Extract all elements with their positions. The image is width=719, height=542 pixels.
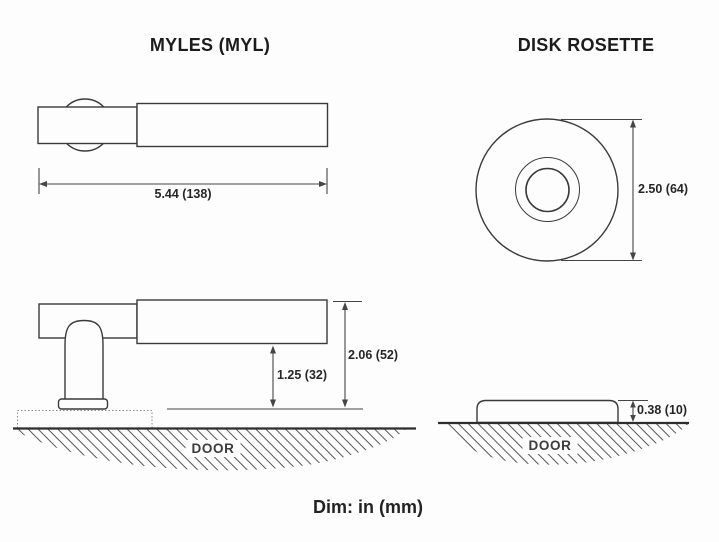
lever-side-view: [13, 299, 416, 471]
door-label-right: DOOR: [522, 437, 578, 454]
arrow-right: [319, 181, 327, 187]
rosette-outer-circle: [475, 118, 619, 262]
height-dimensions: [167, 300, 363, 410]
lever-grip-clearance-dim-label: 1.25 (32): [277, 368, 328, 382]
rosette-ring-circle: [515, 157, 580, 222]
rosette-profile: [476, 399, 619, 424]
arrow-down: [630, 252, 636, 261]
lever-post: [64, 319, 104, 400]
arrow-up: [342, 302, 348, 310]
arrow-up: [270, 345, 276, 354]
arrow-down: [270, 399, 276, 408]
lever-grip-bar: [136, 102, 329, 148]
thickness-dimension: [618, 399, 648, 422]
lever-length-dim-label: 5.44 (138): [154, 187, 212, 201]
dimension-units-note: Dim: in (mm): [313, 497, 423, 517]
lever-height-dim-label: 2.06 (52): [348, 348, 399, 362]
arrow-left: [39, 181, 47, 187]
lever-top-view: [37, 98, 329, 194]
rosette-diameter-dim-label: 2.50 (64): [638, 182, 689, 196]
rosette-bore-circle: [525, 167, 570, 213]
length-dimension: [38, 168, 328, 194]
lever-spindle-bar: [37, 106, 138, 145]
arrow-down: [630, 415, 636, 422]
diameter-dimension: [561, 118, 642, 262]
rosette-thickness-dim-label: 0.38 (10): [637, 403, 688, 417]
arrow-down: [342, 399, 348, 408]
door-label-left: DOOR: [185, 440, 241, 457]
arrow-up: [630, 400, 636, 408]
rosette-title: DISK ROSETTE: [517, 35, 655, 55]
rosette-dotted-outline: [17, 410, 153, 428]
arrow-up: [630, 119, 636, 128]
lever-base-flange: [57, 398, 109, 410]
lever-title: MYLES (MYL): [149, 35, 271, 55]
lever-grip-bar-side: [136, 299, 328, 345]
rosette-front-view: [475, 118, 642, 262]
